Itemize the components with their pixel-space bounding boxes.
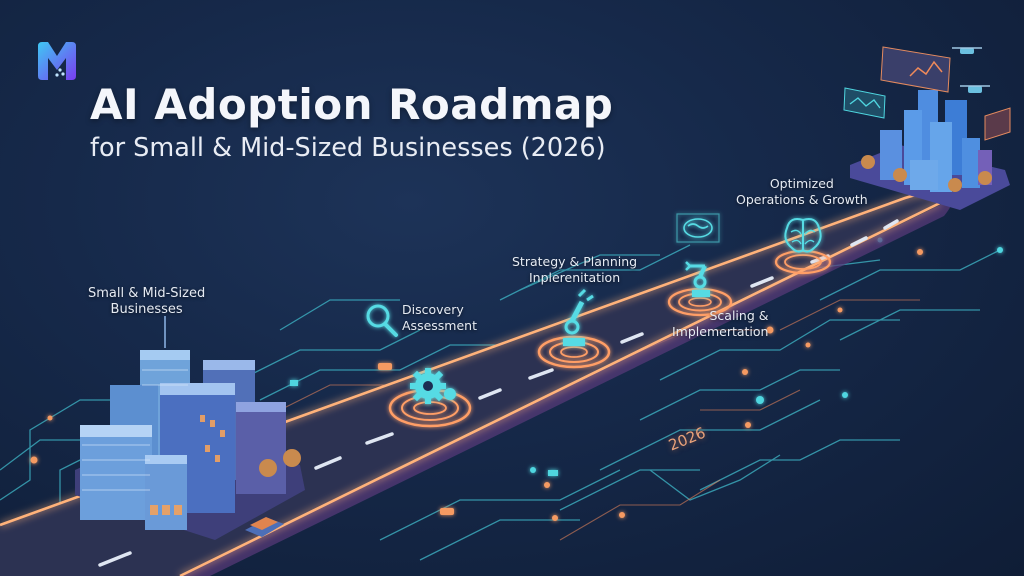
data-screen-icon: [880, 46, 951, 93]
milestone-label-discovery: Discovery Assessment: [402, 302, 477, 333]
start-label: Small & Mid-Sized Businesses: [88, 286, 206, 317]
brain-icon: [784, 218, 822, 253]
robotic-arm-icon-2: [685, 261, 710, 297]
page-subtitle: for Small & Mid-Sized Businesses (2026): [90, 133, 606, 163]
data-screen-icon: [984, 107, 1011, 141]
drone-icon: [952, 47, 982, 54]
brain-screen-icon: [676, 213, 720, 243]
milestone-label-scaling: Scaling & Implemertation: [672, 308, 769, 339]
m-logo-icon: [38, 42, 76, 80]
page-title: AI Adoption Roadmap: [90, 80, 614, 129]
drone-icon: [960, 85, 990, 93]
milestone-label-strategy: Strategy & Planning Inplerenitation: [512, 254, 638, 285]
robotic-arm-icon-1: [563, 288, 594, 346]
data-screen-icon: [843, 87, 886, 119]
milestone-label-optimized: Optimized Operations & Growth: [736, 176, 868, 207]
road-edge-bottom: [179, 201, 941, 576]
magnifier-icon: [366, 304, 398, 337]
gear-icon: [410, 368, 456, 404]
